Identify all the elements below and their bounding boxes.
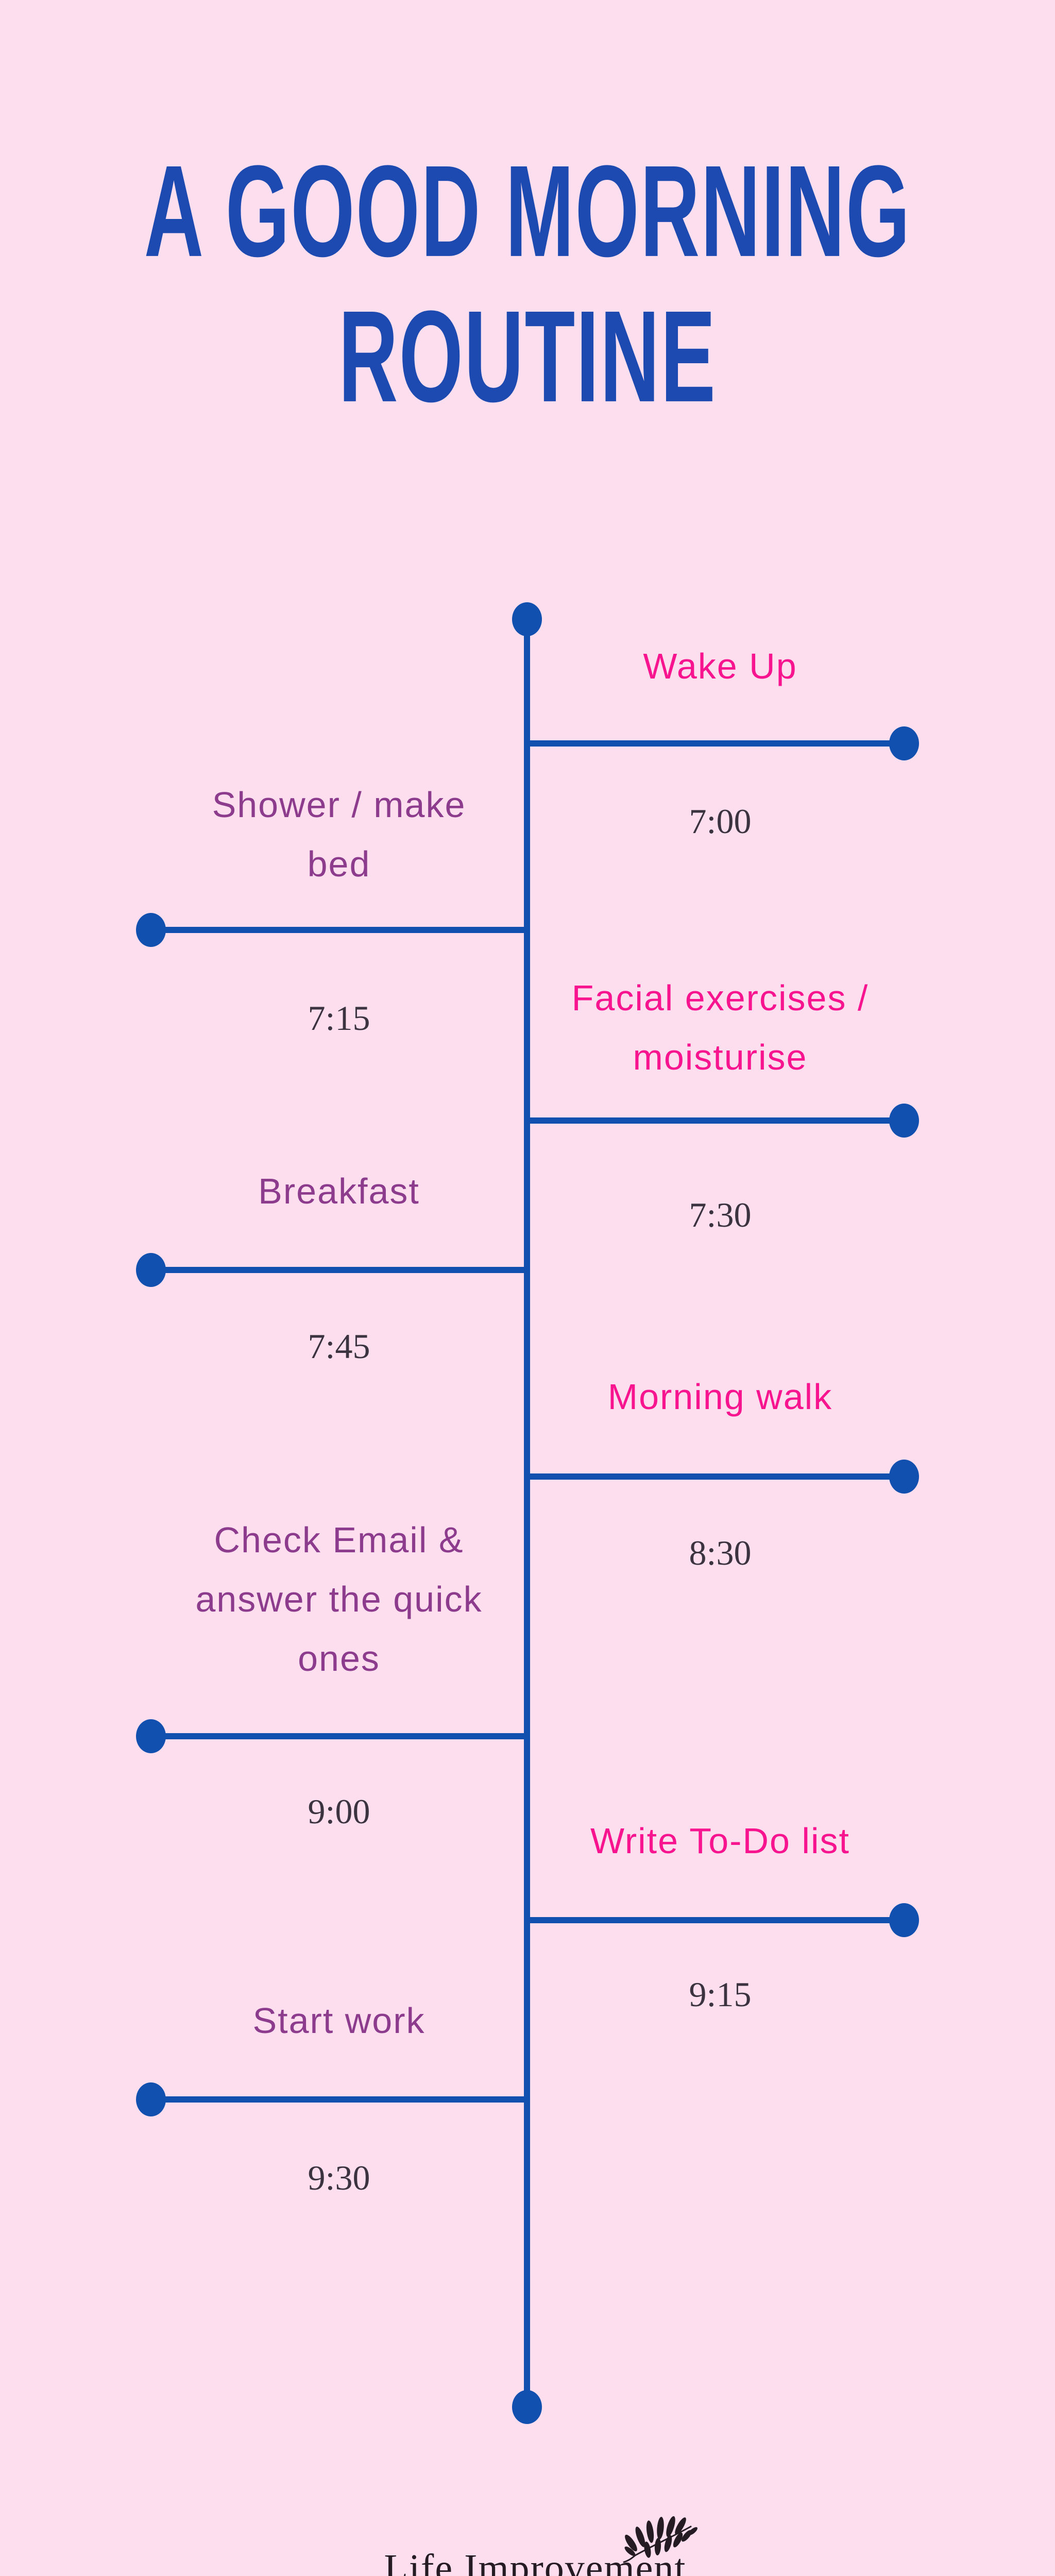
activity-label-line: bed [307, 844, 371, 884]
activity-time: 7:00 [689, 802, 752, 841]
timeline-start-dot [512, 602, 542, 636]
timeline-branch-9:00 [151, 1733, 527, 1739]
timeline-branch-dot-9:00 [136, 1719, 166, 1753]
timeline-branch-7:15 [151, 927, 527, 933]
timeline-branch-9:30 [151, 2096, 527, 2103]
timeline-branch-9:15 [527, 1917, 904, 1923]
timeline-branch-7:00 [527, 740, 904, 747]
activity-label: Start work [107, 1991, 571, 2050]
timeline-branch-7:30 [527, 1117, 904, 1124]
timeline-branch-dot-7:30 [889, 1104, 919, 1138]
timeline-branch-dot-9:15 [889, 1903, 919, 1937]
timeline-end-dot [512, 2390, 542, 2424]
activity-time: 9:00 [308, 1792, 370, 1831]
activity-label: Facial exercises / moisturise [488, 969, 952, 1087]
activity-time: 8:30 [689, 1533, 752, 1572]
activity-label-line: answer the quick [195, 1579, 483, 1619]
activity-label-line: Check Email & [214, 1519, 464, 1560]
activity-time: 7:45 [308, 1327, 370, 1366]
timeline-branch-8:30 [527, 1473, 904, 1480]
brand-wordmark: Life Improvement [384, 2547, 687, 2576]
timeline-branch-dot-7:00 [889, 726, 919, 760]
timeline-branch-dot-7:45 [136, 1253, 166, 1287]
page-title-line-2: ROUTINE [338, 283, 717, 429]
activity-label-line: Breakfast [258, 1171, 420, 1211]
activity-label-line: Morning walk [607, 1376, 833, 1417]
activity-label: Check Email & answer the quick ones [107, 1511, 571, 1688]
activity-label: Shower / make bed [107, 775, 571, 894]
activity-label: Wake Up [488, 637, 952, 696]
fern-leaf-icon [623, 2516, 697, 2563]
timeline-branch-7:45 [151, 1267, 527, 1273]
activity-time: 7:30 [689, 1195, 752, 1234]
activity-label-line: Start work [252, 2000, 426, 2041]
activity-label-line: ones [298, 1638, 380, 1679]
activity-label-line: moisturise [633, 1037, 808, 1077]
timeline-branch-dot-7:15 [136, 913, 166, 947]
timeline-branch-dot-8:30 [889, 1460, 919, 1494]
timeline-spine [524, 618, 530, 2407]
activity-time: 9:30 [308, 2158, 370, 2197]
activity-time: 7:15 [308, 998, 370, 1038]
activity-label-line: Facial exercises / [571, 978, 869, 1018]
activity-label-line: Shower / make [212, 785, 466, 825]
activity-label: Write To-Do list [488, 1811, 952, 1871]
activity-label-line: Wake Up [643, 646, 797, 686]
activity-time: 9:15 [689, 1975, 752, 2014]
activity-label: Breakfast [107, 1162, 571, 1221]
activity-label-line: Write To-Do list [590, 1820, 850, 1861]
page-title-line-1: A GOOD MORNING [144, 138, 911, 284]
timeline-branch-dot-9:30 [136, 2082, 166, 2116]
activity-label: Morning walk [488, 1367, 952, 1427]
